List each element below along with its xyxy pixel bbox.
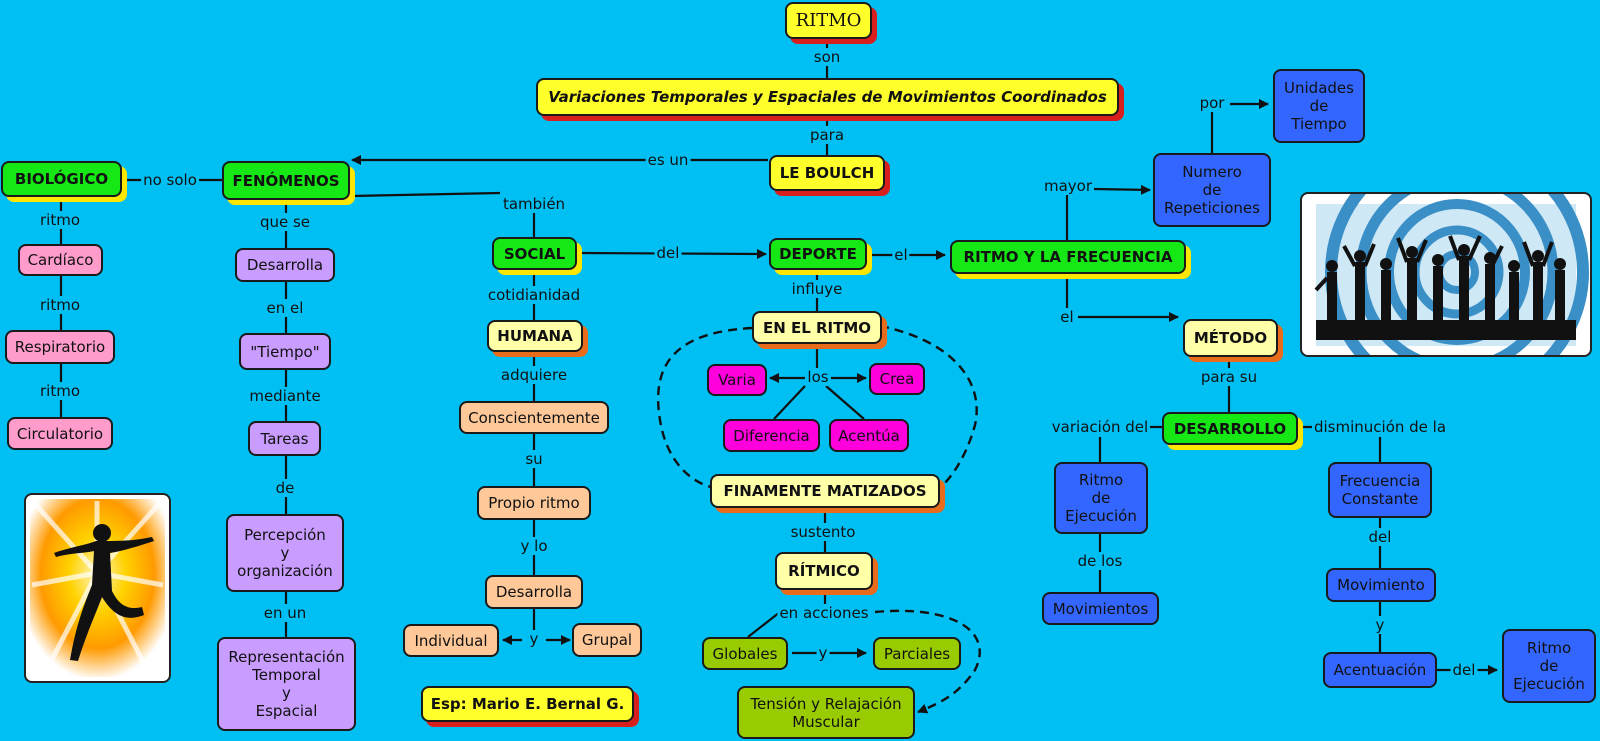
- node-social: SOCIAL: [492, 237, 577, 270]
- link-el-metodo: el: [1058, 308, 1076, 326]
- node-le-boulch: LE BOULCH: [769, 155, 885, 191]
- node-numero-repeticiones: Numero de Repeticiones: [1153, 153, 1271, 227]
- link-para: para: [807, 126, 847, 144]
- node-en-el-ritmo: EN EL RITMO: [752, 311, 882, 344]
- dancer-silhouette-image: [24, 493, 171, 683]
- node-variaciones: Variaciones Temporales y Espaciales de M…: [536, 78, 1119, 116]
- node-conscientemente: Conscientemente: [459, 401, 609, 434]
- node-biologico: BIOLÓGICO: [1, 161, 122, 197]
- link-influye: influye: [789, 280, 845, 298]
- node-desarrolla-social: Desarrolla: [485, 575, 583, 609]
- node-ritmo-ejecucion-left: Ritmo de Ejecución: [1054, 462, 1148, 534]
- link-disminucion: disminución de la: [1311, 418, 1449, 436]
- link-variacion-del: variación del: [1049, 418, 1151, 436]
- link-no-solo: no solo: [141, 171, 199, 189]
- node-circulatorio: Circulatorio: [7, 417, 113, 450]
- node-diferencia: Diferencia: [723, 419, 820, 452]
- node-ritmo-ejecucion-right: Ritmo de Ejecución: [1502, 629, 1596, 703]
- node-fenomenos: FENÓMENOS: [222, 161, 350, 200]
- node-globales: Globales: [702, 637, 788, 670]
- link-ritmo-a: ritmo: [37, 211, 83, 229]
- link-el-frecuencia: el: [892, 246, 910, 264]
- link-que-se: que se: [257, 213, 313, 231]
- link-en-un: en un: [261, 604, 309, 622]
- link-del-acentuacion: del: [1450, 661, 1478, 679]
- node-representacion: Representación Temporal y Espacial: [217, 637, 356, 731]
- link-de: de: [273, 479, 297, 497]
- node-percepcion: Percepción y organización: [226, 514, 344, 592]
- link-sustento: sustento: [788, 523, 858, 541]
- node-individual: Individual: [403, 624, 499, 657]
- node-grupal: Grupal: [572, 623, 642, 657]
- node-cardiaco: Cardíaco: [18, 244, 103, 276]
- dancing-crowd-image: [1300, 192, 1592, 357]
- node-tension-relajacion: Tensión y Relajación Muscular: [737, 686, 915, 739]
- node-humana: HUMANA: [487, 320, 583, 352]
- node-tiempo: "Tiempo": [239, 333, 331, 370]
- author-credit: Esp: Mario E. Bernal G.: [421, 686, 634, 722]
- node-unidades-tiempo: Unidades de Tiempo: [1273, 69, 1365, 143]
- node-metodo: MÉTODO: [1183, 319, 1278, 357]
- node-ritmo: RITMO: [785, 2, 872, 39]
- link-y-movimiento: y: [1373, 616, 1387, 634]
- node-propio-ritmo: Propio ritmo: [477, 486, 591, 520]
- node-deporte: DEPORTE: [769, 238, 867, 270]
- link-mayor: mayor: [1041, 177, 1095, 195]
- node-varia: Varia: [707, 364, 767, 396]
- node-crea: Crea: [869, 363, 925, 395]
- link-ritmo-b: ritmo: [37, 296, 83, 314]
- link-los: los: [805, 368, 831, 386]
- link-para-su: para su: [1198, 368, 1260, 386]
- node-acentua: Acentúa: [829, 419, 909, 452]
- node-desarrollo: DESARROLLO: [1162, 412, 1298, 445]
- link-y-individual-grupal: y: [527, 630, 541, 648]
- node-respiratorio: Respiratorio: [5, 330, 115, 364]
- link-y-globales: y: [816, 644, 830, 662]
- node-acentuacion: Acentuación: [1323, 652, 1437, 688]
- link-mediante: mediante: [247, 387, 323, 405]
- link-en-el: en el: [264, 299, 306, 317]
- link-en-acciones: en acciones: [777, 604, 871, 622]
- link-cotidianidad: cotidianidad: [485, 286, 583, 304]
- link-del-deporte: del: [654, 244, 682, 262]
- link-por: por: [1197, 94, 1227, 112]
- link-del-frecuencia: del: [1366, 528, 1394, 546]
- link-son: son: [811, 48, 843, 66]
- link-y-lo: y lo: [518, 537, 550, 555]
- node-movimiento: Movimiento: [1326, 568, 1436, 602]
- node-tareas: Tareas: [248, 421, 321, 456]
- link-tambien: también: [500, 195, 568, 213]
- node-ritmico: RÍTMICO: [775, 552, 873, 590]
- node-ritmo-frecuencia: RITMO Y LA FRECUENCIA: [950, 240, 1186, 274]
- node-movimientos: Movimientos: [1042, 592, 1159, 625]
- link-ritmo-c: ritmo: [37, 382, 83, 400]
- node-desarrolla-time: Desarrolla: [235, 248, 335, 282]
- link-su: su: [523, 450, 545, 468]
- link-de-los: de los: [1075, 552, 1125, 570]
- node-parciales: Parciales: [873, 637, 961, 670]
- link-adquiere: adquiere: [498, 366, 570, 384]
- node-frecuencia-constante: Frecuencia Constante: [1328, 462, 1432, 518]
- node-finamente-matizados: FINAMENTE MATIZADOS: [710, 474, 940, 508]
- link-es-un: es un: [645, 151, 691, 169]
